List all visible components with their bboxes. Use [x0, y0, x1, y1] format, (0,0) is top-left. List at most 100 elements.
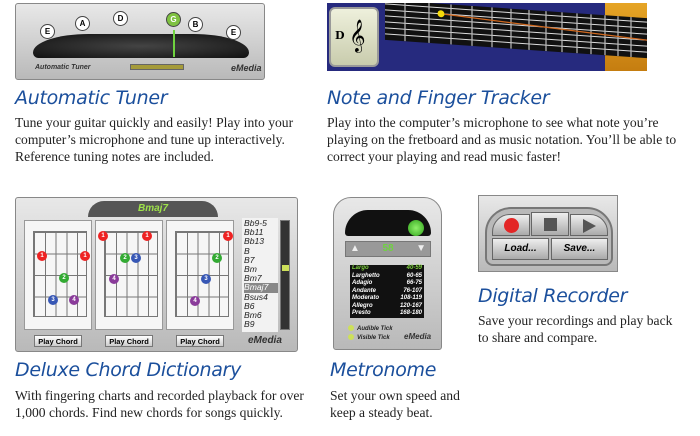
- note-button-b[interactable]: B: [188, 17, 203, 32]
- chord-diagram-3: 1 2 3 4: [166, 220, 234, 330]
- note-button-g[interactable]: G: [166, 12, 181, 27]
- scrollbar-thumb[interactable]: [282, 265, 289, 271]
- finger-dot: 4: [190, 296, 200, 306]
- current-chord-name: Bmaj7: [88, 201, 218, 217]
- tempo-row: Largo 40-59: [350, 265, 424, 273]
- play-button[interactable]: [570, 214, 608, 236]
- tempo-name: Moderato: [352, 295, 379, 301]
- tempo-name: Andante: [352, 287, 376, 294]
- tracker-description: Play into the computer’s microphone to s…: [327, 115, 677, 164]
- note-button-d[interactable]: D: [113, 11, 128, 26]
- fretboard: [385, 3, 647, 59]
- play-icon: [582, 219, 596, 233]
- chord-list-item[interactable]: Bb13: [244, 236, 265, 247]
- finger-dot: 2: [212, 253, 222, 263]
- detected-note: D: [335, 29, 345, 42]
- tempo-range: 76-107: [403, 287, 422, 294]
- visible-tick-label: Visible Tick: [357, 335, 390, 341]
- chord-diagram-2: 1 1 2 3 4: [95, 220, 163, 330]
- tempo-range: 60-65: [406, 272, 422, 279]
- finger-dot: 2: [120, 253, 130, 263]
- chord-list-item[interactable]: Bb9-5: [244, 218, 267, 228]
- visible-tick-toggle[interactable]: Visible Tick: [348, 334, 390, 341]
- note-button-a[interactable]: A: [75, 16, 90, 31]
- chord-dictionary-title: Deluxe Chord Dictionary: [15, 359, 242, 381]
- emedia-logo: eMedia: [404, 332, 432, 341]
- tempo-row: Adagio 66-75: [350, 280, 424, 288]
- metronome-title: Metronome: [330, 359, 437, 381]
- tempo-name: Adagio: [352, 280, 373, 286]
- load-button[interactable]: Load...: [492, 238, 549, 260]
- finger-dot: 2: [59, 273, 69, 283]
- recorder-title: Digital Recorder: [478, 285, 628, 307]
- tuner-screen: [33, 34, 249, 58]
- record-icon: [503, 218, 519, 233]
- beat-led: [408, 220, 424, 236]
- chord-dictionary-panel: Bmaj7 1 1 2 3 4 1 1 2 3 4 1 2 3 4 Bb9-5 …: [15, 197, 298, 352]
- tempo-range: 120-167: [399, 302, 422, 309]
- finger-dot: 1: [80, 251, 90, 261]
- tempo-control: ▲ 58 ▼: [345, 241, 431, 257]
- stop-button[interactable]: [531, 212, 569, 236]
- play-chord-button-1[interactable]: Play Chord: [34, 335, 82, 347]
- tuner-level-meter: [130, 64, 184, 70]
- tempo-down-icon[interactable]: ▼: [416, 243, 426, 254]
- finger-dot: 3: [48, 295, 58, 305]
- tempo-range: 168-180: [399, 310, 422, 316]
- tempo-range: 40-59: [406, 265, 422, 271]
- tuner-title: Automatic Tuner: [15, 87, 168, 109]
- chord-list-item[interactable]: B7: [244, 254, 255, 265]
- chord-list-item[interactable]: B: [244, 245, 250, 256]
- chord-list-item[interactable]: Bm7: [244, 273, 262, 284]
- digital-recorder-panel: Load... Save...: [478, 195, 618, 272]
- chord-list-item[interactable]: Bm6: [244, 310, 262, 321]
- emedia-logo: eMedia: [231, 63, 262, 73]
- note-button-e-low[interactable]: E: [40, 24, 55, 39]
- tempo-row: Moderato 108-119: [350, 295, 424, 303]
- record-button[interactable]: [492, 214, 530, 236]
- played-note-marker: [437, 10, 445, 18]
- finger-dot: 1: [142, 231, 152, 241]
- audible-tick-label: Audible Tick: [357, 326, 393, 332]
- tempo-name: Presto: [352, 310, 371, 316]
- finger-dot: 4: [109, 274, 119, 284]
- play-chord-button-3[interactable]: Play Chord: [176, 335, 224, 347]
- chord-list-item[interactable]: B6: [244, 300, 255, 311]
- chord-list-item[interactable]: Bm: [244, 264, 257, 275]
- finger-dot: 3: [201, 274, 211, 284]
- emedia-logo: eMedia: [248, 335, 282, 346]
- save-button[interactable]: Save...: [551, 238, 608, 260]
- audible-tick-toggle[interactable]: Audible Tick: [348, 325, 393, 332]
- chord-list-item[interactable]: Bb11: [244, 227, 264, 238]
- tempo-range: 66-75: [406, 280, 422, 286]
- tuner-description: Tune your guitar quickly and easily! Pla…: [15, 115, 294, 164]
- chord-list-item[interactable]: Bsus4: [244, 291, 268, 302]
- chord-list[interactable]: Bb9-5 Bb11 Bb13 B B7 Bm Bm7 Bmaj7 Bsus4 …: [242, 218, 278, 332]
- finger-dot: 3: [131, 253, 141, 263]
- chord-list-scrollbar[interactable]: [280, 220, 290, 330]
- metronome-description: Set your own speed and keep a steady bea…: [330, 388, 460, 420]
- play-chord-button-2[interactable]: Play Chord: [105, 335, 153, 347]
- tempo-range: 108-119: [400, 295, 422, 301]
- note-finger-tracker-panel: D 𝄞: [327, 3, 647, 71]
- chord-list-item[interactable]: B9: [244, 319, 255, 330]
- chord-diagram-1: 1 1 2 3 4: [24, 220, 92, 330]
- stop-icon: [543, 218, 557, 231]
- note-button-e-high[interactable]: E: [226, 25, 241, 40]
- tempo-value: 58: [382, 243, 394, 254]
- tempo-up-icon[interactable]: ▲: [350, 243, 360, 254]
- recorder-description: Save your recordings and play back to sh…: [478, 313, 673, 345]
- chord-list-item-selected[interactable]: Bmaj7: [244, 283, 278, 293]
- tempo-row: Andante 76-107: [350, 288, 424, 296]
- tracker-title: Note and Finger Tracker: [327, 87, 550, 109]
- tempo-name: Allegro: [352, 302, 373, 309]
- tempo-name: Largo: [352, 265, 369, 271]
- recorder-body: Load... Save...: [485, 207, 613, 266]
- finger-dot: 4: [69, 295, 79, 305]
- chord-dictionary-description: With fingering charts and recorded playb…: [15, 388, 304, 420]
- finger-dot: 1: [223, 231, 233, 241]
- tempo-row: Allegro 120-167: [350, 303, 424, 311]
